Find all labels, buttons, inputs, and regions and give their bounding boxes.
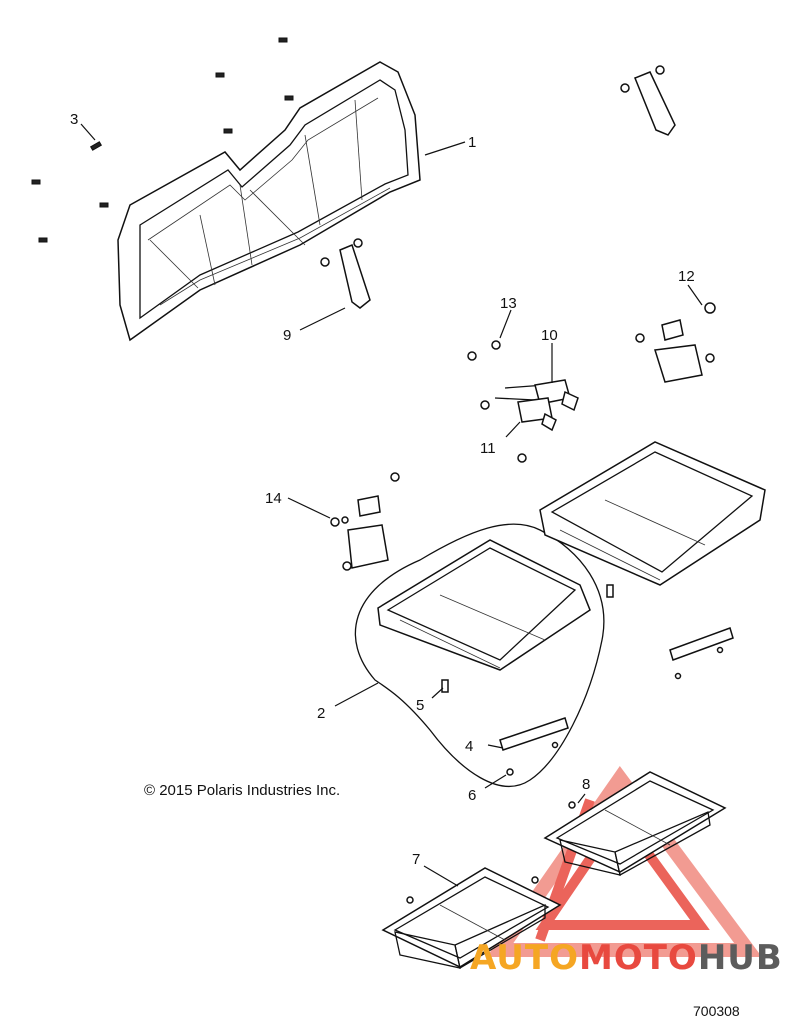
watermark-auto: AUTO (470, 938, 579, 978)
label-part-8: 8 (582, 776, 590, 793)
leader-lines (80, 123, 703, 887)
buckle-assembly-part-12 (635, 302, 716, 383)
label-part-13: 13 (500, 295, 517, 312)
label-part-10: 10 (541, 327, 558, 344)
storage-tray-part-8 (543, 771, 727, 876)
pins-part-5-6 (441, 584, 614, 776)
label-part-4: 4 (465, 738, 473, 755)
storage-tray-part-7 (381, 867, 562, 970)
belt-bracket-part-9 (320, 238, 371, 309)
watermark-moto: MOTO (578, 938, 698, 978)
buckle-assembly-part-14 (330, 472, 400, 571)
label-part-1: 1 (468, 134, 476, 151)
seat-belt-buckles-part-10-11 (467, 340, 579, 463)
label-part-6: 6 (468, 787, 476, 804)
copyright-text: © 2015 Polaris Industries Inc. (144, 782, 341, 799)
label-part-5: 5 (416, 697, 424, 714)
diagram-number: 700308 (693, 1003, 740, 1019)
label-part-11: 11 (480, 440, 496, 457)
left-seat-cushion-part-2 (377, 539, 591, 671)
watermark-text: AUTOMOTOHUB (470, 938, 783, 978)
part-2-group-outline (354, 523, 605, 787)
label-part-9: 9 (283, 327, 291, 344)
label-part-2: 2 (317, 705, 325, 722)
label-part-7: 7 (412, 851, 420, 868)
upper-belt-bracket (620, 65, 676, 136)
seat-bracket-part-4 (499, 627, 734, 751)
watermark-hub: HUB (697, 938, 783, 978)
label-part-14: 14 (265, 490, 282, 507)
label-part-12: 12 (678, 268, 695, 285)
screws-part-3 (31, 37, 294, 243)
part-number-labels: 1 2 3 4 5 6 7 8 9 10 11 12 13 14 (70, 111, 695, 868)
label-part-3: 3 (70, 111, 78, 128)
seat-back-cushion (117, 61, 421, 342)
right-seat-cushion (539, 441, 766, 586)
